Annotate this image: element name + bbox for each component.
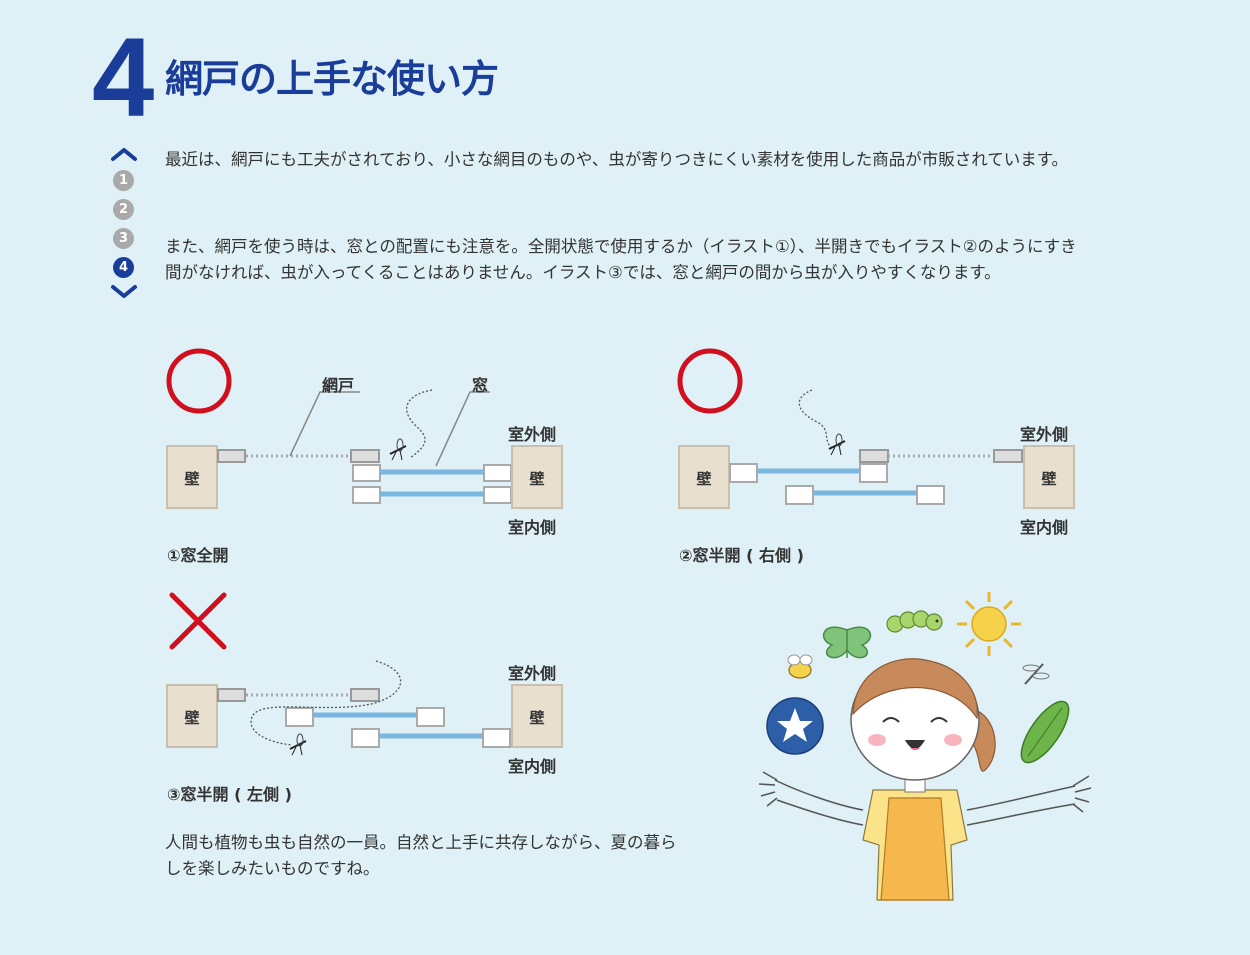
caterpillar-icon — [886, 610, 943, 633]
diagram-window-full-open: 網戸 窓 室外側 室内側 壁 壁 ①窓全開 — [160, 340, 580, 570]
wall-left — [678, 445, 730, 509]
right-arm — [966, 785, 1076, 811]
mosquito-icon — [828, 433, 846, 456]
label-inside: 室内側 — [508, 757, 557, 776]
window-frame — [916, 485, 945, 505]
nav-dot-1[interactable]: 1 — [113, 170, 134, 191]
window-leader — [435, 391, 490, 467]
mouth — [905, 740, 925, 749]
label-outside: 室外側 — [508, 425, 557, 444]
wall-label: 壁 — [529, 709, 545, 727]
dragonfly-icon — [1022, 663, 1050, 685]
wall-label: 壁 — [529, 470, 545, 488]
woman-with-nature-illustration — [758, 592, 1092, 901]
bee-icon — [787, 654, 813, 679]
wall-right — [511, 445, 563, 509]
nav-dot-4[interactable]: 4 — [113, 257, 134, 278]
wall-left — [166, 445, 218, 509]
ok-circle-icon — [677, 348, 743, 414]
left-hand — [758, 771, 778, 807]
intro-paragraph: 最近は、網戸にも工夫がされており、小さな網目のものや、虫が寄りつきにくい素材を使… — [165, 150, 1069, 169]
diagram-window-half-left: 室外側 室内側 壁 壁 ③窓半開 ( 左側 ) — [160, 585, 580, 810]
screen-frame — [859, 449, 889, 463]
insect-path — [406, 389, 433, 459]
screen-frame — [350, 688, 380, 702]
hair — [852, 658, 978, 720]
label-inside: 室内側 — [1020, 518, 1069, 537]
label-outside: 室外側 — [1020, 425, 1069, 444]
caption-3: ③窓半開 ( 左側 ) — [167, 785, 292, 804]
label-inside: 室内側 — [508, 518, 557, 537]
wall-left — [166, 684, 218, 748]
screen-frame — [993, 449, 1023, 463]
cheek — [868, 734, 886, 746]
nav-dot-2[interactable]: 2 — [113, 199, 134, 220]
window-frame — [785, 485, 814, 505]
window-frame — [729, 463, 758, 483]
caption-1: ①窓全開 — [167, 546, 229, 565]
tip-paragraph: また、網戸を使う時は、窓との配置にも注意を。全開状態で使用するか（イラスト①）、… — [165, 237, 1077, 282]
mosquito-icon — [289, 733, 307, 756]
left-arm — [774, 779, 864, 811]
apron — [880, 797, 950, 901]
diagram-window-half-right: 室外側 室内側 壁 壁 ②窓半開 ( 右側 ) — [672, 340, 1092, 570]
window-frame — [351, 728, 380, 748]
diagram-3-drawing — [166, 592, 563, 756]
wall-label: 壁 — [1041, 470, 1057, 488]
label-window: 窓 — [472, 376, 489, 395]
wall-label: 壁 — [696, 470, 712, 488]
closing-paragraph: 人間も植物も虫も自然の一員。自然と上手に共存しながら、夏の暮らしを楽しみたいもの… — [165, 833, 677, 878]
screen-frame — [350, 449, 380, 463]
section-nav: 1 2 3 4 — [110, 146, 138, 300]
screen-frame — [217, 688, 246, 702]
window-frame — [352, 464, 381, 482]
ok-circle-icon — [166, 348, 232, 414]
cheek — [944, 734, 962, 746]
caption-2: ②窓半開 ( 右側 ) — [679, 546, 804, 565]
sun-icon — [957, 592, 1021, 656]
bitter-melon-icon — [1020, 700, 1070, 764]
nav-dot-3[interactable]: 3 — [113, 228, 134, 249]
insect-path — [798, 389, 833, 449]
window-frame — [285, 707, 314, 727]
diagram-2-drawing — [677, 348, 1075, 509]
chevron-down-icon[interactable] — [110, 284, 138, 300]
page-title: 網戸の上手な使い方 — [165, 57, 499, 101]
left-eye — [882, 717, 900, 723]
window-frame — [859, 463, 888, 483]
window-frame — [416, 707, 445, 727]
leaf-icon — [822, 626, 872, 659]
window-frame — [483, 464, 512, 482]
ng-cross-icon — [169, 592, 227, 650]
wall-label: 壁 — [184, 470, 200, 488]
right-hand — [1072, 775, 1092, 813]
diagram-1-drawing — [166, 348, 563, 509]
window-frame — [352, 486, 381, 504]
flower-icon — [766, 697, 824, 755]
label-screen: 網戸 — [322, 376, 355, 395]
chevron-up-icon[interactable] — [110, 146, 138, 162]
right-eye — [930, 717, 948, 723]
screen-frame — [217, 449, 246, 463]
section-number: 4 — [92, 15, 154, 140]
label-outside: 室外側 — [508, 664, 557, 683]
screen-leader — [289, 391, 360, 457]
wall-right — [511, 684, 563, 748]
window-frame — [482, 728, 511, 748]
wall-right — [1023, 445, 1075, 509]
wall-label: 壁 — [184, 709, 200, 727]
mosquito-icon — [389, 438, 407, 461]
window-frame — [483, 486, 512, 504]
